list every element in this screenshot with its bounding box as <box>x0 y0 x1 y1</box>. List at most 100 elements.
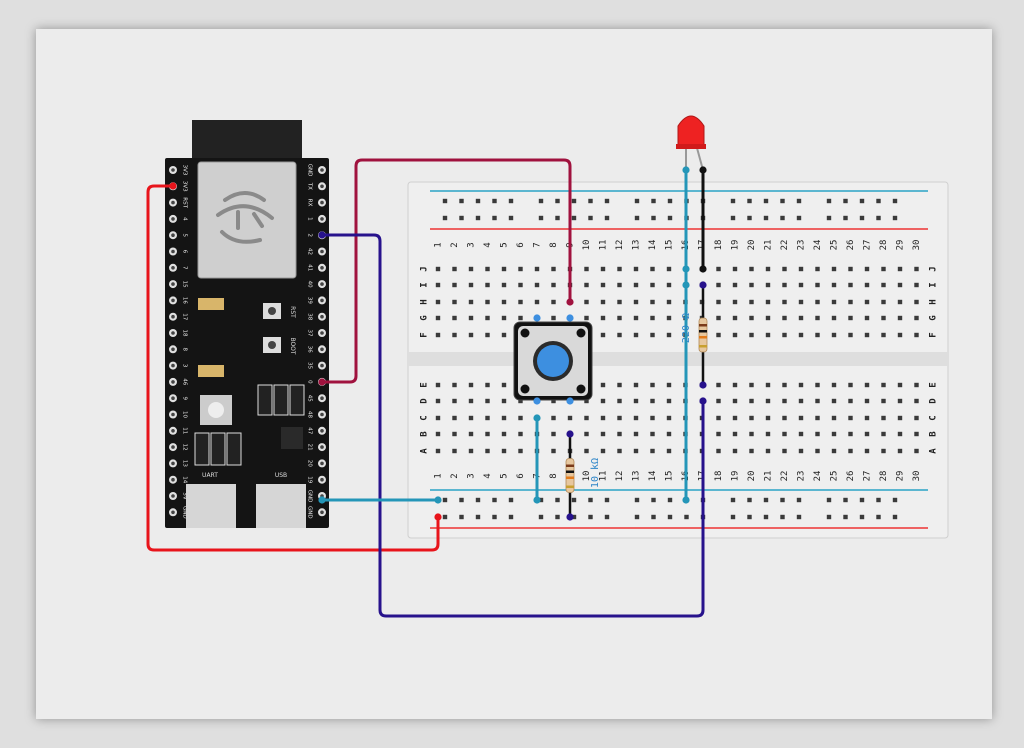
breadboard-hole <box>815 315 820 321</box>
breadboard-hole <box>914 382 919 388</box>
breadboard-hole <box>815 398 820 404</box>
column-number: 15 <box>665 240 675 251</box>
connection-point <box>533 314 541 322</box>
rail-hole <box>651 198 656 204</box>
pin-label: 20 <box>307 460 313 467</box>
breadboard-hole <box>518 315 523 321</box>
header-pin-hole <box>171 477 175 482</box>
rail-hole <box>508 514 514 520</box>
uart-usb-port[interactable] <box>186 484 236 528</box>
breadboard-hole <box>617 431 622 437</box>
breadboard-hole <box>584 448 589 454</box>
rail-hole <box>442 215 448 221</box>
column-number: 25 <box>830 471 840 482</box>
breadboard-hole <box>633 382 639 388</box>
breadboard-hole <box>534 266 540 272</box>
header-pin-hole <box>320 477 324 482</box>
rail-hole <box>459 198 464 204</box>
rail-hole <box>604 215 610 221</box>
column-number: 2 <box>450 473 460 478</box>
breadboard-hole <box>551 398 556 404</box>
rail-hole <box>538 497 544 503</box>
breadboard-hole <box>650 315 655 321</box>
breadboard-hole <box>617 448 622 454</box>
pushbutton-cap[interactable] <box>537 345 569 377</box>
header-pin-hole <box>320 217 324 221</box>
connection-point <box>566 298 574 306</box>
row-letter: A <box>420 448 430 454</box>
breadboard-hole <box>864 299 870 305</box>
red-led[interactable] <box>676 115 706 171</box>
column-number: 1 <box>434 473 444 478</box>
header-pin-hole <box>320 168 324 172</box>
breadboard-hole <box>732 282 738 288</box>
breadboard-hole <box>914 415 919 421</box>
breadboard-hole <box>765 315 771 321</box>
esp32-board[interactable]: 3V33V3RST4567151617188346910111213145VGN… <box>165 120 329 528</box>
breadboard-hole <box>518 299 523 305</box>
breadboard-hole <box>666 448 672 454</box>
header-pin-hole <box>171 217 175 221</box>
breadboard-hole <box>782 448 787 454</box>
breadboard-hole <box>435 266 441 272</box>
rail-hole <box>876 514 881 520</box>
breadboard-hole <box>551 448 556 454</box>
rail-hole <box>475 514 481 520</box>
breadboard-hole <box>782 382 787 388</box>
breadboard-hole <box>749 332 754 338</box>
breadboard-hole <box>600 431 606 437</box>
breadboard-hole <box>666 382 672 388</box>
breadboard-hole <box>815 415 820 421</box>
usb-port[interactable] <box>256 484 306 528</box>
breadboard-hole <box>831 382 837 388</box>
column-number: 28 <box>879 471 889 482</box>
breadboard-hole <box>452 398 457 404</box>
pushbutton[interactable] <box>513 321 593 401</box>
header-pin-hole <box>171 233 175 237</box>
breadboard-hole <box>518 415 523 421</box>
breadboard-hole <box>798 382 804 388</box>
row-letter: J <box>929 266 939 271</box>
pin-label: 15 <box>182 281 188 288</box>
rail-hole <box>763 215 769 221</box>
pushbutton-corner <box>520 384 530 394</box>
breadboard-hole <box>864 415 870 421</box>
smd-component <box>198 298 224 310</box>
breadboard-hole <box>518 431 523 437</box>
rail-hole <box>843 514 848 520</box>
pin-label: 39 <box>307 297 313 304</box>
breadboard-hole <box>468 282 474 288</box>
breadboard-hole <box>666 398 672 404</box>
rail-hole <box>876 215 881 221</box>
pin-label: 19 <box>307 476 313 483</box>
breadboard-hole <box>600 382 606 388</box>
column-number: 15 <box>665 471 675 482</box>
rail-hole <box>780 497 785 503</box>
breadboard-hole <box>468 315 474 321</box>
breadboard-hole <box>650 299 655 305</box>
reset-button-cap <box>268 307 276 315</box>
row-letter: E <box>929 382 939 387</box>
breadboard-hole <box>716 332 721 338</box>
pin-label: 7 <box>182 266 188 270</box>
pin-label: 16 <box>182 297 188 304</box>
breadboard-hole <box>617 415 622 421</box>
breadboard-hole <box>666 415 672 421</box>
row-letter: B <box>929 431 939 437</box>
breadboard-hole <box>633 431 639 437</box>
right-pin-header: GNDTXRX1242414039383736350454847212019GN… <box>307 164 326 519</box>
pin-label: 8 <box>182 348 188 352</box>
header-pin-hole <box>320 314 324 319</box>
breadboard-hole <box>914 398 919 404</box>
breadboard-hole <box>567 415 573 421</box>
reset-button-label: RST <box>289 306 296 318</box>
led-resistor-band <box>699 345 707 348</box>
breadboard-hole <box>584 398 589 404</box>
rail-hole <box>892 514 898 520</box>
rail-hole <box>459 497 464 503</box>
breadboard-hole <box>501 398 507 404</box>
rail-hole <box>763 514 769 520</box>
wire-endpoints <box>169 166 707 521</box>
column-number: 8 <box>549 473 559 478</box>
